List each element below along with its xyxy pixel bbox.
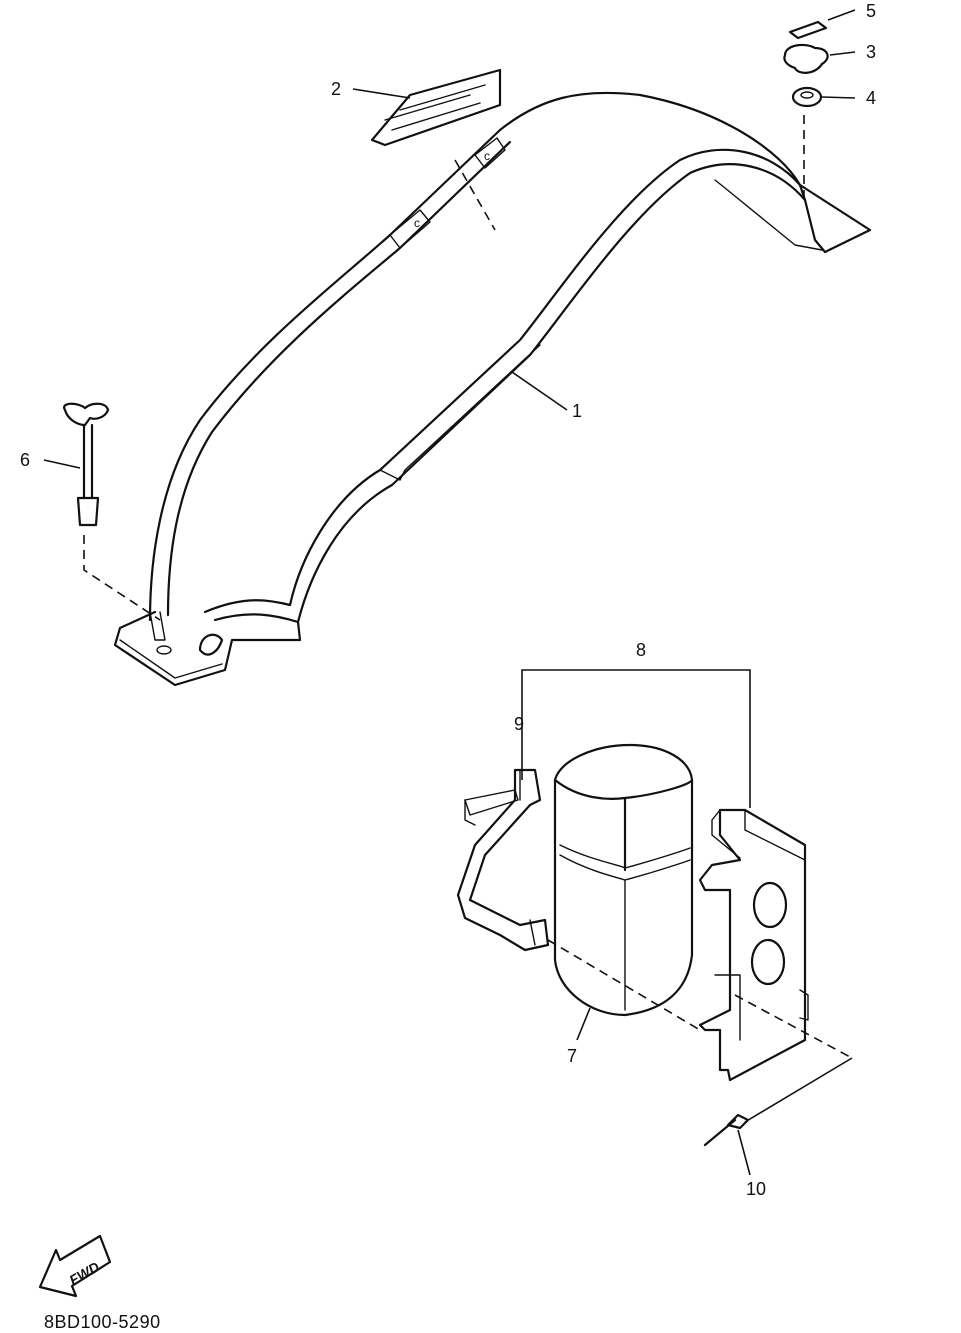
grommet-part-4 bbox=[791, 86, 823, 108]
callout-6: 6 bbox=[20, 450, 30, 470]
callout-5: 5 bbox=[866, 1, 876, 21]
fwd-arrow-icon: FWD bbox=[38, 1234, 112, 1298]
strap-part-9 bbox=[456, 768, 550, 952]
leader-lines bbox=[43, 9, 856, 1176]
callout-7: 7 bbox=[567, 1046, 577, 1066]
drawing-code: 8BD100-5290 bbox=[44, 1312, 161, 1332]
callout-labels: 1 2 3 4 5 6 7 8 9 10 bbox=[20, 1, 876, 1199]
callout-1: 1 bbox=[572, 401, 582, 421]
callout-8: 8 bbox=[636, 640, 646, 660]
svg-text:c: c bbox=[414, 216, 420, 230]
rear-fender-part-1: c c bbox=[113, 91, 872, 687]
wing-bolt-part-6 bbox=[63, 402, 110, 527]
callout-3: 3 bbox=[866, 42, 876, 62]
callout-10: 10 bbox=[746, 1179, 766, 1199]
fastener-stack bbox=[783, 20, 829, 108]
callout-9: 9 bbox=[514, 714, 524, 734]
assembly-dash-lines bbox=[83, 115, 853, 1123]
callout-4: 4 bbox=[866, 88, 876, 108]
bracket-part-8 bbox=[698, 808, 809, 1082]
label-plate-part-2 bbox=[370, 68, 502, 147]
bottle-part-7 bbox=[553, 743, 694, 1017]
callout-2: 2 bbox=[331, 79, 341, 99]
screw-part-5 bbox=[788, 20, 828, 40]
svg-text:c: c bbox=[484, 149, 490, 163]
nut-part-3 bbox=[783, 43, 829, 74]
